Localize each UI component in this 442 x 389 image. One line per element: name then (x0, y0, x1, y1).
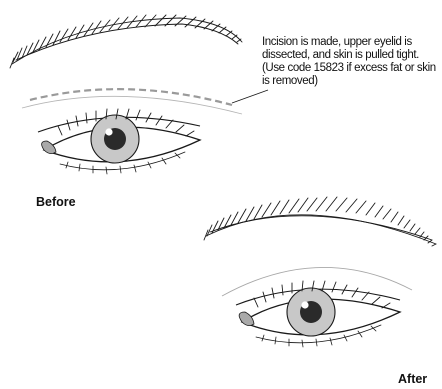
before-label: Before (36, 195, 76, 209)
before-eyebrow (10, 15, 242, 68)
after-caruncle (239, 312, 254, 326)
after-highlight (301, 301, 308, 308)
procedure-caption: Incision is made, upper eyelid is dissec… (262, 36, 440, 88)
before-eye-diagram (10, 15, 268, 174)
before-leader-line (232, 90, 268, 103)
before-highlight (105, 128, 112, 135)
after-eye-diagram (204, 197, 436, 347)
before-caruncle (42, 141, 56, 154)
after-eyebrow (204, 197, 436, 246)
after-label: After (398, 372, 427, 386)
